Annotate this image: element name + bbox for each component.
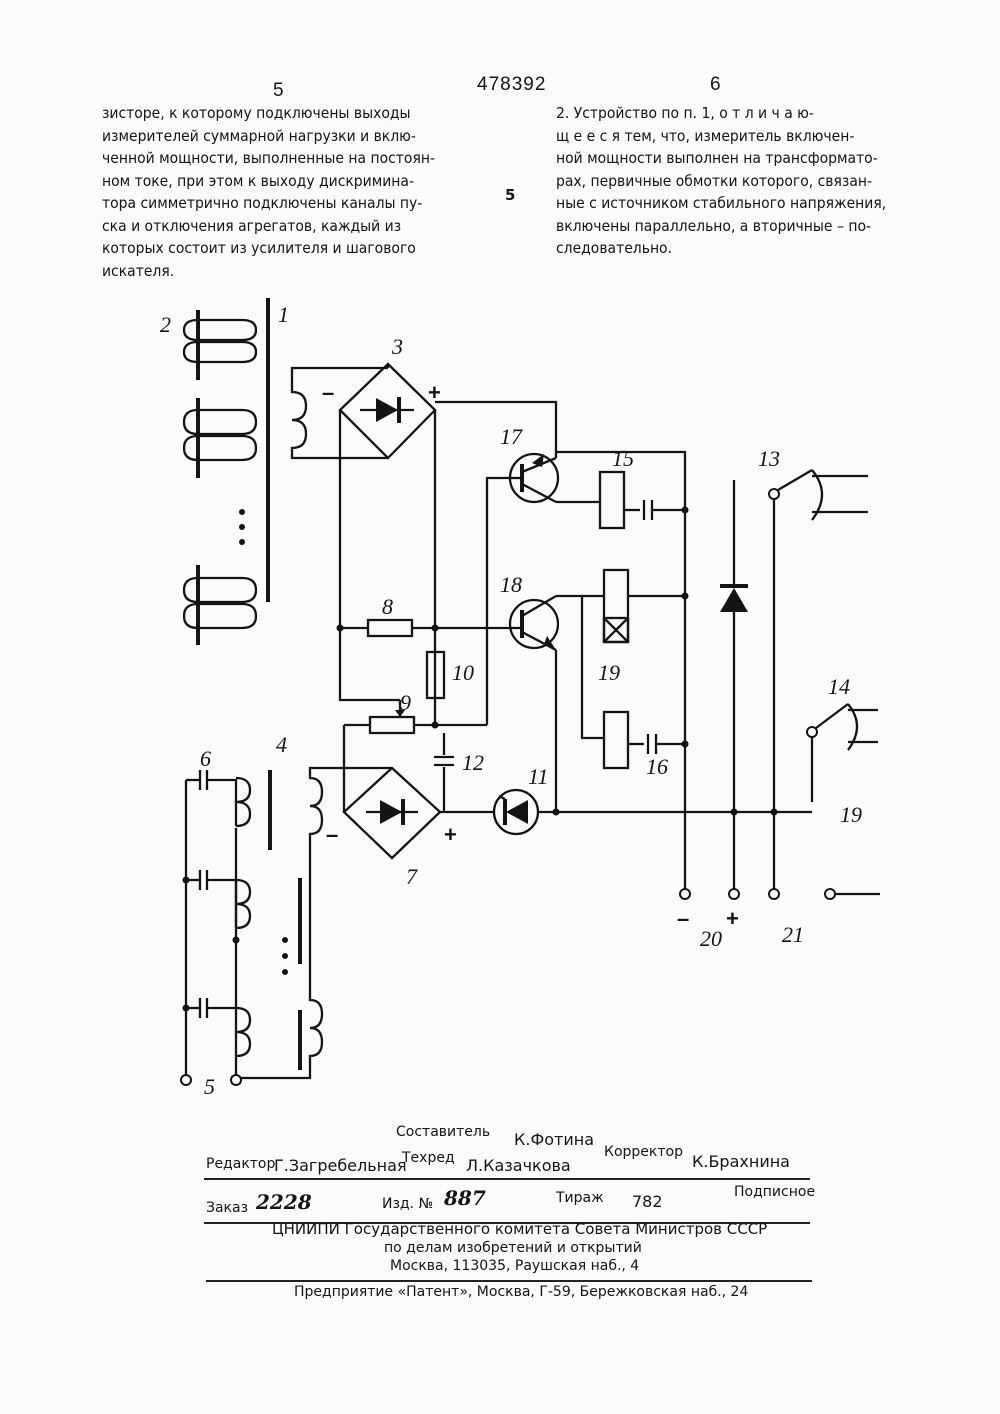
corrector-name: К.Брахнина [692,1152,790,1171]
label-9: 9 [400,690,411,715]
page-number-left: 5 [273,80,284,102]
potentiometer-9 [370,717,414,733]
print-run-value: 782 [632,1192,663,1211]
subscription-note: Подписное [734,1184,815,1200]
text-line: щ е е с я тем, что, измеритель включен- [556,125,916,148]
editor-label: Редактор [206,1156,275,1172]
editor-name: Г.Загребельная [274,1156,407,1175]
divider-rule [204,1178,810,1180]
label-20: 20 [700,926,722,951]
corrector-label: Корректор [604,1144,683,1160]
label-16: 16 [646,754,668,779]
line-number-marker: 5 [505,186,515,204]
transistor-17 [510,454,558,502]
relay-coil-15 [600,472,624,528]
right-column-text: 2. Устройство по п. 1, о т л и ч а ю- щ … [556,102,916,260]
org-line-3: Москва, 113035, Раушская наб., 4 [390,1258,639,1274]
text-line: тора симметрично подключены каналы пу- [102,192,492,215]
label-10: 10 [452,660,474,685]
label-4: 4 [276,732,287,757]
left-column-text: зисторе, к которому подключены выходы из… [102,102,492,282]
label-1: 1 [278,302,289,327]
patent-number: 478392 [477,74,546,96]
transistor-18 [510,596,558,650]
label-18: 18 [500,572,522,597]
label-11: 11 [528,764,548,789]
label-7: 7 [406,864,418,889]
text-line: которых состоит из усилителя и шагового [102,237,492,260]
bridge7-plus-sign: + [444,822,457,847]
text-line: 2. Устройство по п. 1, о т л и ч а ю- [556,102,916,125]
label-12: 12 [462,750,484,775]
transformer-4 [236,768,392,1078]
capacitor-ladder-6 [181,770,241,1085]
bridge7-minus-sign: – [326,822,338,847]
rectifier-bridge-7 [344,768,440,858]
issue-label: Изд. № [382,1196,433,1212]
bridge3-minus-sign: – [322,380,334,405]
enterprise-line: Предприятие «Патент», Москва, Г-59, Бере… [294,1284,748,1300]
order-label: Заказ [206,1200,248,1216]
rectifier-bridge-3 [340,364,435,458]
techred-label: Техред [402,1150,455,1166]
text-line: ска и отключения агрегатов, каждый из [102,215,492,238]
text-line: ченной мощности, выполненные на постоян- [102,147,492,170]
label-19-terminal: 19 [840,802,862,827]
page-number-right: 6 [710,74,721,96]
label-15: 15 [612,446,634,471]
techred-name: Л.Казачкова [466,1156,571,1175]
label-17: 17 [500,424,523,449]
compiler-name: К.Фотина [514,1130,594,1149]
text-line: следовательно. [556,237,916,260]
issue-value: 887 [444,1186,486,1210]
terminal20-plus: + [726,906,739,931]
text-line: включены параллельно, а вторичные – по- [556,215,916,238]
zener-diode-11 [494,790,538,834]
label-13: 13 [758,446,780,471]
resistor-8 [368,620,412,636]
label-21: 21 [782,922,804,947]
org-line-2: по делам изобретений и открытий [384,1240,642,1256]
label-6: 6 [200,746,211,771]
divider-rule [206,1280,812,1282]
org-line-1: ЦНИИПИ Государственного комитета Совета … [272,1220,767,1238]
text-line: рах, первичные обмотки которого, связан- [556,170,916,193]
circuit-schematic: 2 1 3 – + 8 10 9 12 [0,280,1000,1100]
label-14: 14 [828,674,850,699]
text-line: измерителей суммарной нагрузки и вклю- [102,125,492,148]
text-line: ном токе, при этом к выходу дискримина- [102,170,492,193]
compiler-label: Составитель [396,1124,490,1140]
relay-coil-16 [604,712,628,768]
text-line: зисторе, к которому подключены выходы [102,102,492,125]
transformer-1-primaries [184,298,268,645]
text-line: искателя. [102,260,492,283]
label-8: 8 [382,594,393,619]
print-run-label: Тираж [556,1190,604,1206]
terminal20-minus: – [677,906,689,931]
label-19-relay: 19 [598,660,620,685]
text-line: ной мощности выполнен на трансформато- [556,147,916,170]
text-line: ные с источником стабильного напряжения, [556,192,916,215]
label-2: 2 [160,312,171,337]
order-value: 2228 [256,1190,312,1214]
label-5: 5 [204,1074,215,1099]
label-3: 3 [391,334,403,359]
